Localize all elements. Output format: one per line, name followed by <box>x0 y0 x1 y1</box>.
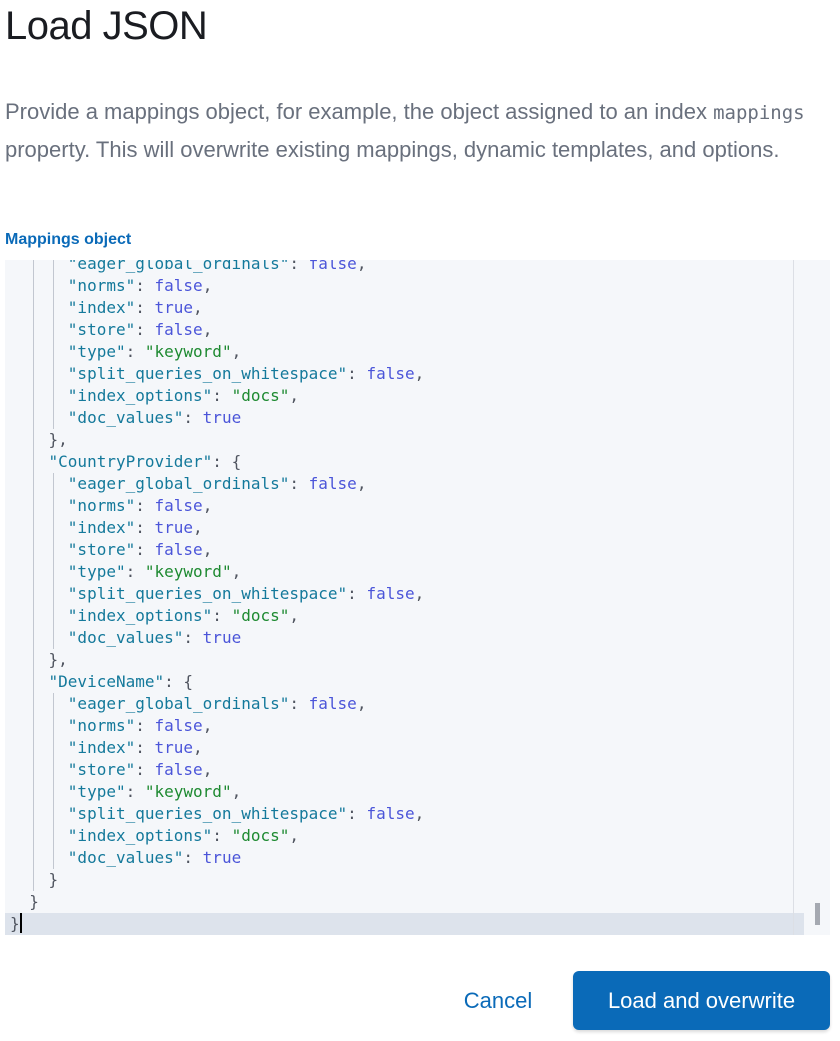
indent-guide <box>52 297 54 319</box>
indent-guide <box>52 803 54 825</box>
indent-guide <box>33 693 35 715</box>
indent-guide <box>33 759 35 781</box>
indent-guide <box>33 605 35 627</box>
code-line: "DeviceName": { <box>10 671 804 693</box>
description-text-end: property. This will overwrite existing m… <box>5 136 780 162</box>
indent-guide <box>52 627 54 649</box>
indent-guide <box>52 539 54 561</box>
indent-guide <box>52 781 54 803</box>
indent-guide <box>52 275 54 297</box>
indent-guide <box>52 341 54 363</box>
indent-guide <box>33 649 35 671</box>
modal-description: Provide a mappings object, for example, … <box>5 94 835 168</box>
indent-guide <box>33 495 35 517</box>
print-margin <box>793 260 794 935</box>
code-line: } <box>29 892 39 911</box>
indent-guide <box>33 385 35 407</box>
modal-title: Load JSON <box>5 4 208 48</box>
code-line: "store": false, <box>10 539 804 561</box>
indent-guide <box>52 737 54 759</box>
indent-guide <box>33 869 35 891</box>
indent-guide <box>33 803 35 825</box>
indent-guide <box>33 847 35 869</box>
indent-guide <box>33 451 35 473</box>
indent-guide <box>33 363 35 385</box>
indent-guide <box>33 671 35 693</box>
indent-guide <box>33 583 35 605</box>
indent-guide <box>52 583 54 605</box>
indent-guide <box>33 429 35 451</box>
code-line: "norms": false, <box>10 495 804 517</box>
code-line: "eager_global_ordinals": false, <box>10 693 804 715</box>
indent-guide <box>52 715 54 737</box>
code-line: "split_queries_on_whitespace": false, <box>10 803 804 825</box>
mappings-object-label: Mappings object <box>5 231 132 248</box>
indent-guide <box>33 407 35 429</box>
indent-guide <box>33 319 35 341</box>
indent-guide <box>33 539 35 561</box>
indent-guide <box>33 627 35 649</box>
code-line: "norms": false, <box>10 715 804 737</box>
indent-guide <box>52 847 54 869</box>
indent-guide <box>33 275 35 297</box>
code-line: "index": true, <box>10 737 804 759</box>
code-line: } <box>10 869 804 891</box>
indent-guide <box>52 363 54 385</box>
indent-guide <box>52 825 54 847</box>
indent-guide <box>52 319 54 341</box>
indent-guide <box>52 605 54 627</box>
indent-guide <box>33 260 35 275</box>
load-and-overwrite-button[interactable]: Load and overwrite <box>573 971 830 1030</box>
code-line: }, <box>10 649 804 671</box>
code-line: "doc_values": true <box>10 847 804 869</box>
code-line: "eager_global_ordinals": false, <box>10 473 804 495</box>
code-line: "index_options": "docs", <box>10 825 804 847</box>
indent-guide <box>33 517 35 539</box>
code-line: "eager_global_ordinals": false, <box>10 260 804 275</box>
indent-guide <box>33 737 35 759</box>
indent-guide <box>33 825 35 847</box>
code-line: "store": false, <box>10 759 804 781</box>
editor-scrollbar[interactable] <box>815 903 820 925</box>
code-line: "doc_values": true <box>10 407 804 429</box>
code-line: "index_options": "docs", <box>10 605 804 627</box>
code-line: } <box>5 913 804 935</box>
mappings-code: mappings <box>713 102 805 124</box>
indent-guide <box>52 517 54 539</box>
indent-guide <box>52 385 54 407</box>
description-text: Provide a mappings object, for example, … <box>5 99 714 124</box>
indent-guide <box>33 561 35 583</box>
indent-guide <box>33 473 35 495</box>
cancel-button[interactable]: Cancel <box>448 975 548 1027</box>
code-line: "split_queries_on_whitespace": false, <box>10 583 804 605</box>
code-line: "type": "keyword", <box>10 341 804 363</box>
code-line: "store": false, <box>10 319 804 341</box>
code-line: "type": "keyword", <box>10 561 804 583</box>
indent-guide <box>33 715 35 737</box>
indent-guide <box>33 341 35 363</box>
indent-guide <box>33 297 35 319</box>
code-line: "norms": false, <box>10 275 804 297</box>
indent-guide <box>52 561 54 583</box>
json-code-editor[interactable]: "eager_global_ordinals": false, "norms":… <box>5 260 830 935</box>
code-line: "CountryProvider": { <box>10 451 804 473</box>
code-content[interactable]: "eager_global_ordinals": false, "norms":… <box>5 260 804 935</box>
code-line: "type": "keyword", <box>10 781 804 803</box>
indent-guide <box>52 759 54 781</box>
indent-guide <box>33 781 35 803</box>
code-line: "index": true, <box>10 297 804 319</box>
indent-guide <box>52 495 54 517</box>
code-line: }, <box>10 429 804 451</box>
code-line: "doc_values": true <box>10 627 804 649</box>
indent-guide <box>52 693 54 715</box>
indent-guide <box>52 260 54 275</box>
indent-guide <box>52 473 54 495</box>
code-line: "split_queries_on_whitespace": false, <box>10 363 804 385</box>
indent-guide <box>52 407 54 429</box>
text-cursor <box>19 913 22 933</box>
code-line: "index": true, <box>10 517 804 539</box>
code-line: "index_options": "docs", <box>10 385 804 407</box>
